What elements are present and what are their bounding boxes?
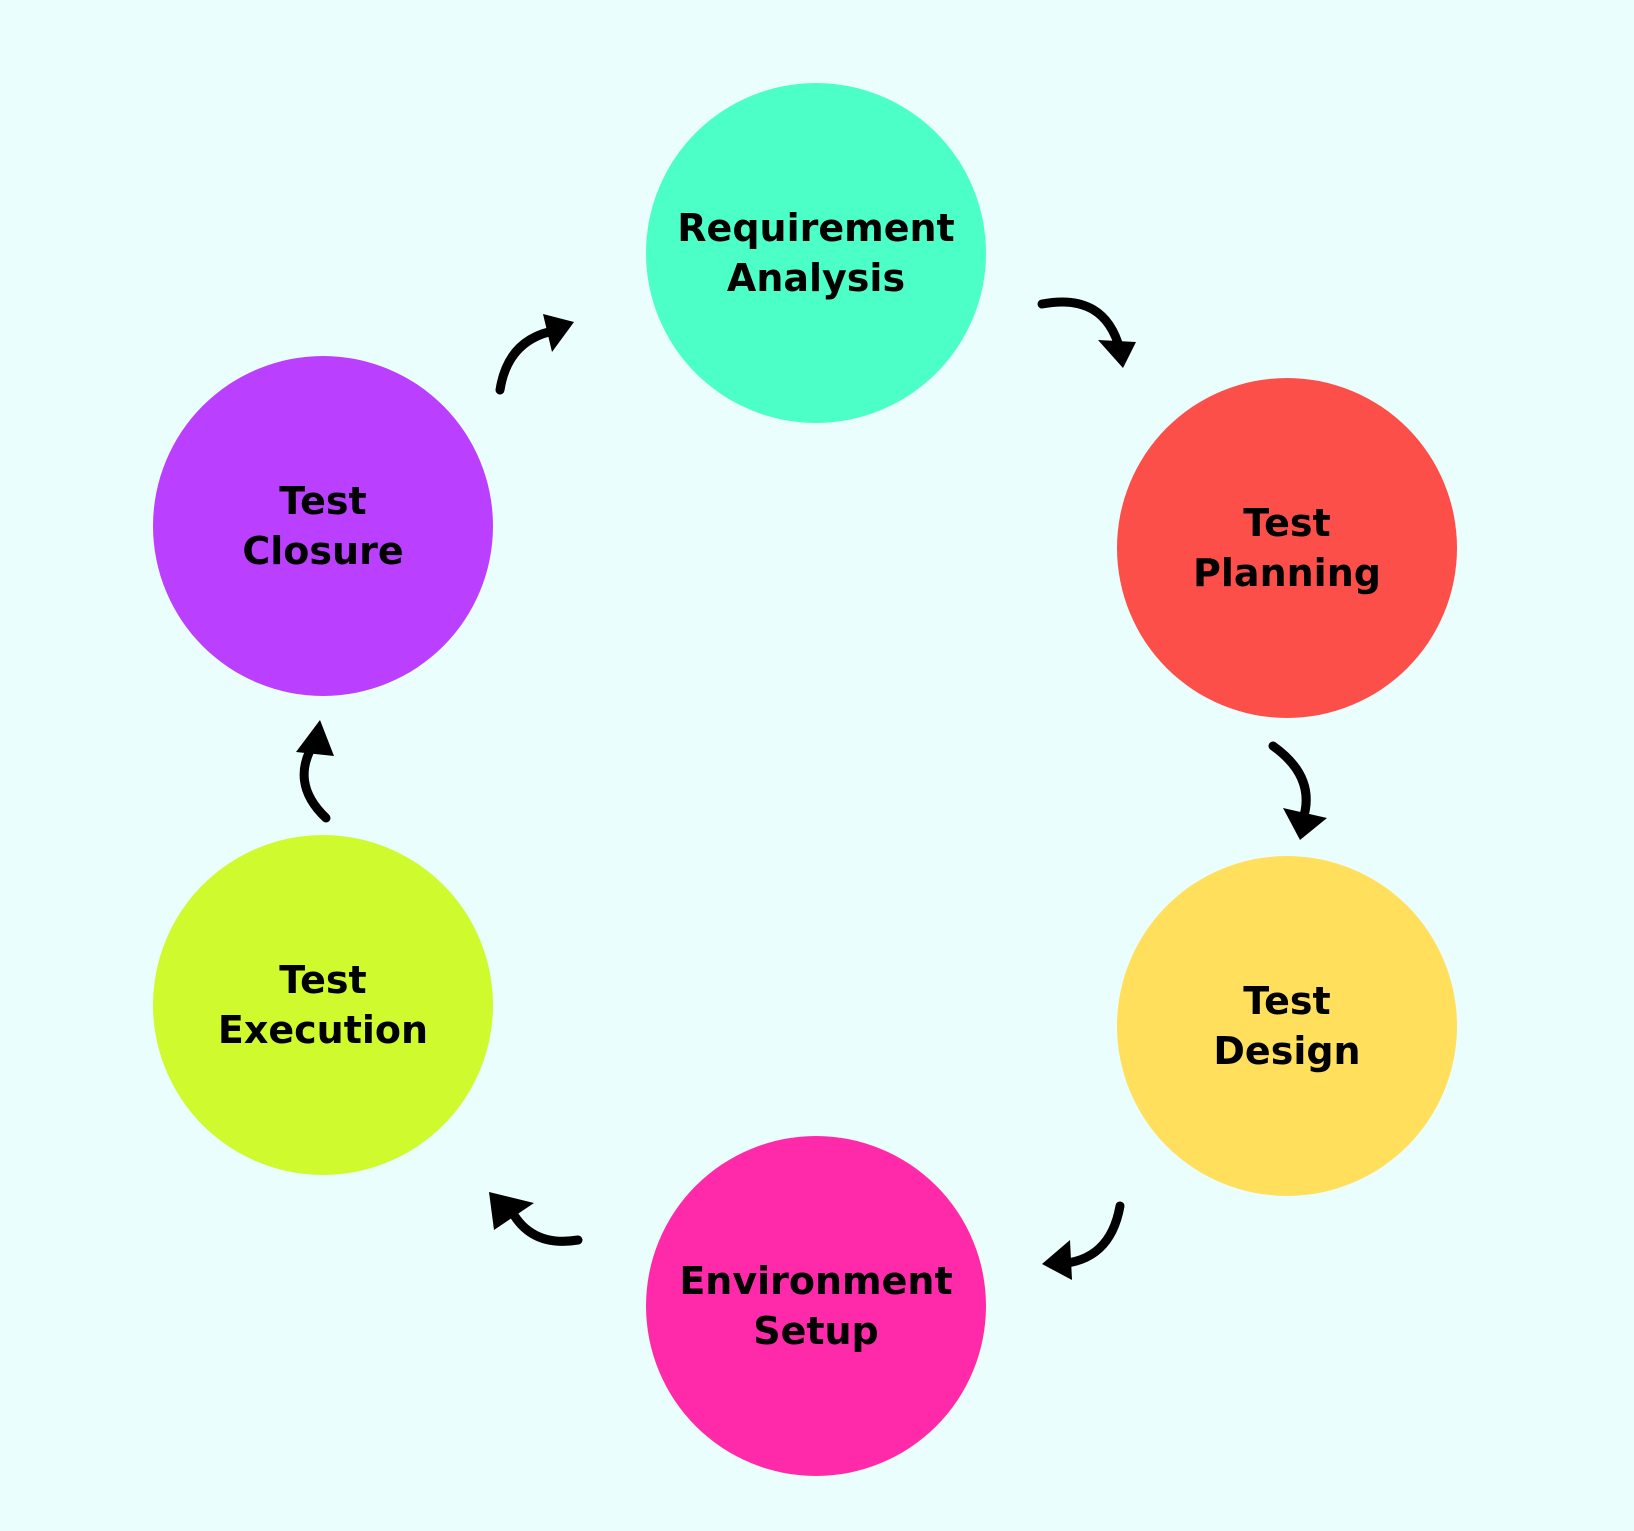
stage-label: Environment Setup bbox=[679, 1256, 952, 1356]
curved-arrow-icon bbox=[1042, 1201, 1125, 1280]
stage-label-line: Planning bbox=[1193, 551, 1381, 595]
stage-label-line: Test bbox=[1243, 501, 1331, 545]
stage-test-design: Test Design bbox=[1117, 856, 1457, 1196]
stage-label-line: Environment bbox=[679, 1259, 953, 1303]
stage-label-line: Test bbox=[1243, 979, 1331, 1023]
curved-arrow-icon bbox=[495, 314, 574, 395]
stage-label: Test Planning bbox=[1193, 498, 1381, 598]
stage-label: Test Design bbox=[1213, 976, 1360, 1076]
stage-test-closure: Test Closure bbox=[153, 356, 493, 696]
stage-label-line: Requirement bbox=[677, 206, 955, 250]
stage-label-line: Setup bbox=[753, 1309, 879, 1353]
stage-label: Test Closure bbox=[242, 476, 403, 576]
stage-requirement-analysis: Requirement Analysis bbox=[646, 83, 986, 423]
stage-label: Requirement Analysis bbox=[677, 203, 954, 303]
stage-label-line: Analysis bbox=[726, 256, 906, 300]
stage-label-line: Test bbox=[279, 479, 367, 523]
stage-label: Test Execution bbox=[218, 955, 428, 1055]
curved-arrow-icon bbox=[296, 720, 334, 823]
stage-label-line: Execution bbox=[217, 1008, 429, 1052]
stage-environment-setup: Environment Setup bbox=[646, 1136, 986, 1476]
stage-label-line: Test bbox=[279, 958, 367, 1002]
stage-test-planning: Test Planning bbox=[1117, 378, 1457, 718]
curved-arrow-icon bbox=[1268, 741, 1327, 840]
curved-arrow-icon bbox=[489, 1192, 583, 1246]
stage-label-line: Closure bbox=[242, 529, 404, 573]
stage-label-line: Design bbox=[1213, 1029, 1361, 1073]
stage-test-execution: Test Execution bbox=[153, 835, 493, 1175]
curved-arrow-icon bbox=[1037, 297, 1136, 368]
